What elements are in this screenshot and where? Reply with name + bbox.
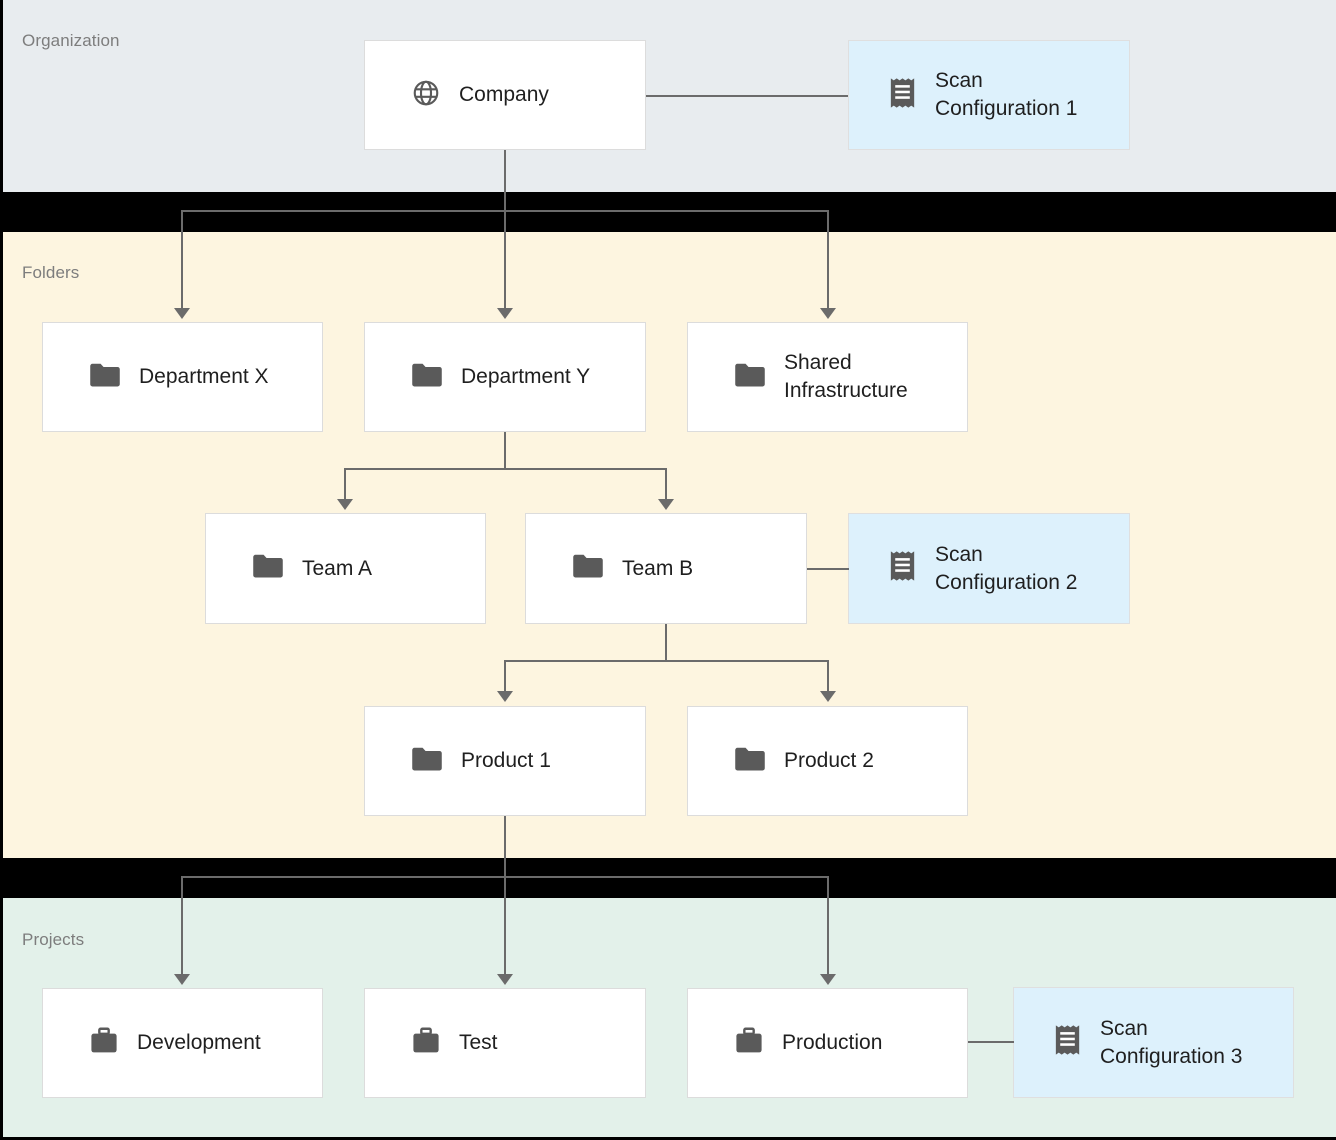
- node-team-a[interactable]: Team A: [205, 513, 486, 624]
- edge-depty-bus: [344, 468, 666, 470]
- canvas-left-border: [0, 0, 3, 1140]
- arrowhead-team-b: [658, 499, 674, 510]
- receipt-icon: [887, 76, 919, 115]
- arrowhead-department-x: [174, 308, 190, 319]
- edge-depty-teama-drop: [344, 468, 346, 501]
- globe-icon: [411, 78, 441, 113]
- band-label-projects: Projects: [22, 930, 85, 949]
- folder-icon: [572, 553, 604, 584]
- edge-company-shared-drop: [827, 210, 829, 310]
- receipt-icon: [887, 549, 919, 588]
- node-scan-configuration-1[interactable]: Scan Configuration 1: [848, 40, 1130, 150]
- edge-teamb-product2-drop: [827, 660, 829, 693]
- node-development-label: Development: [137, 1031, 261, 1055]
- edge-teamb-product1-drop: [504, 660, 506, 693]
- edge-depty-stem: [504, 432, 506, 470]
- band-label-organization: Organization: [22, 31, 120, 50]
- edge-company-stem: [504, 150, 506, 212]
- node-product-1[interactable]: Product 1: [364, 706, 646, 816]
- briefcase-icon: [734, 1027, 764, 1060]
- edge-teamb-scanconfig2: [807, 568, 849, 570]
- folder-icon: [252, 553, 284, 584]
- node-test[interactable]: Test: [364, 988, 646, 1098]
- edge-product1-prod-drop: [827, 876, 829, 976]
- arrowhead-development: [174, 974, 190, 985]
- arrowhead-team-a: [337, 499, 353, 510]
- arrowhead-department-y: [497, 308, 513, 319]
- node-development[interactable]: Development: [42, 988, 323, 1098]
- band-label-folders: Folders: [22, 263, 80, 282]
- edge-product1-dev-drop: [181, 876, 183, 976]
- edge-product1-test-drop: [504, 876, 506, 976]
- node-product-2-label: Product 2: [784, 749, 874, 773]
- arrowhead-product-1: [497, 691, 513, 702]
- edge-depty-teamb-drop: [665, 468, 667, 501]
- edge-teamb-bus: [504, 660, 827, 662]
- node-company[interactable]: Company: [364, 40, 646, 150]
- arrowhead-production: [820, 974, 836, 985]
- folder-icon: [411, 746, 443, 777]
- edge-teamb-stem: [665, 624, 667, 662]
- node-team-b[interactable]: Team B: [525, 513, 807, 624]
- node-department-x[interactable]: Department X: [42, 322, 323, 432]
- node-team-b-label: Team B: [622, 556, 694, 580]
- node-company-label: Company: [459, 83, 549, 107]
- arrowhead-product-2: [820, 691, 836, 702]
- edge-company-depty-drop: [504, 210, 506, 310]
- arrowhead-shared-infrastructure: [820, 308, 836, 319]
- node-shared-infrastructure[interactable]: Shared Infrastructure: [687, 322, 968, 432]
- node-department-x-label: Department X: [139, 365, 269, 389]
- node-product-1-label: Product 1: [461, 749, 551, 773]
- node-scan-configuration-2-label: Scan Configuration 2: [935, 542, 1078, 594]
- edge-production-scanconfig3: [968, 1041, 1014, 1043]
- node-production-label: Production: [782, 1031, 883, 1055]
- canvas-bottom-border: [0, 1137, 1336, 1140]
- arrowhead-test: [497, 974, 513, 985]
- node-department-y[interactable]: Department Y: [364, 322, 646, 432]
- folder-icon: [734, 362, 766, 393]
- node-scan-configuration-3[interactable]: Scan Configuration 3: [1013, 987, 1294, 1098]
- edge-product1-stem: [504, 816, 506, 878]
- node-team-a-label: Team A: [302, 556, 373, 580]
- node-scan-configuration-2[interactable]: Scan Configuration 2: [848, 513, 1130, 624]
- edge-company-deptx-drop: [181, 210, 183, 310]
- node-department-y-label: Department Y: [461, 365, 591, 389]
- briefcase-icon: [411, 1027, 441, 1060]
- node-test-label: Test: [459, 1031, 498, 1055]
- folder-icon: [411, 362, 443, 393]
- node-scan-configuration-3-label: Scan Configuration 3: [1100, 1016, 1243, 1068]
- node-scan-configuration-1-label: Scan Configuration 1: [935, 69, 1078, 120]
- folder-icon: [89, 362, 121, 393]
- node-production[interactable]: Production: [687, 988, 968, 1098]
- briefcase-icon: [89, 1027, 119, 1060]
- edge-company-scanconfig1: [646, 95, 848, 97]
- folder-icon: [734, 746, 766, 777]
- receipt-icon: [1052, 1023, 1084, 1062]
- node-product-2[interactable]: Product 2: [687, 706, 968, 816]
- node-shared-infrastructure-label: Shared Infrastructure: [784, 351, 908, 402]
